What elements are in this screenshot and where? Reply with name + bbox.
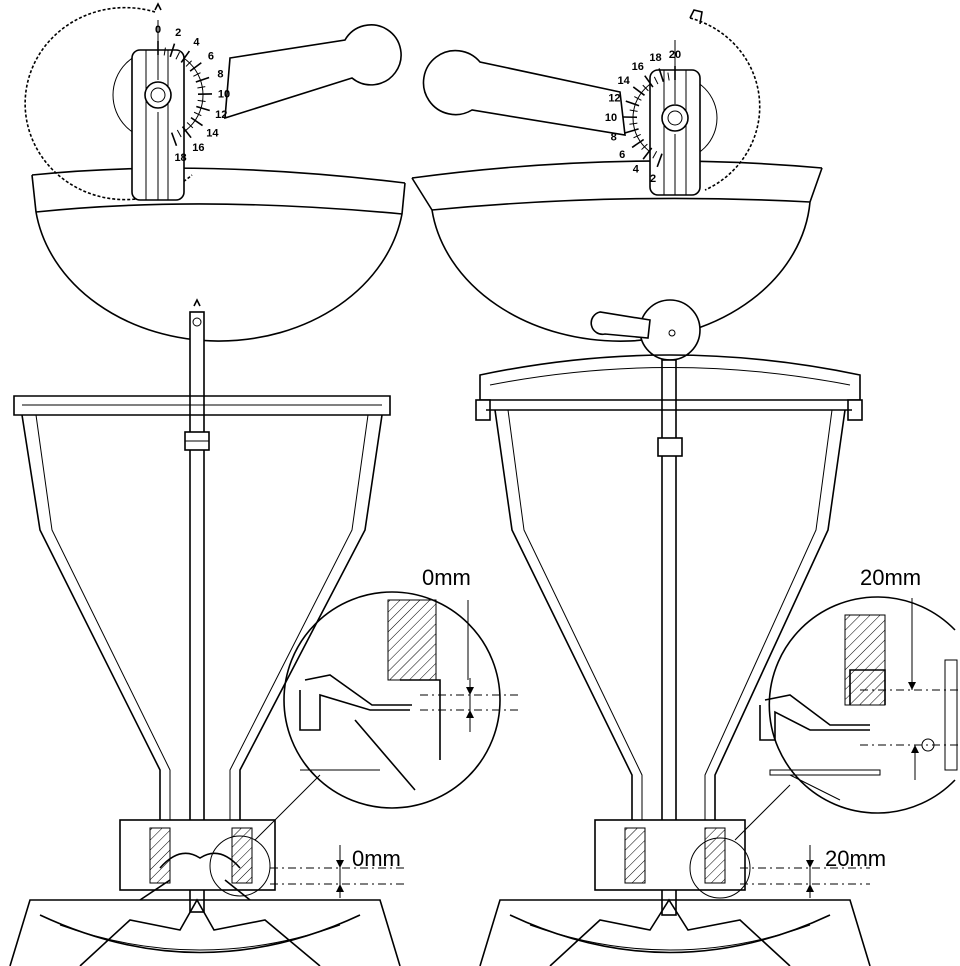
left-dial-tick bbox=[197, 99, 206, 102]
left-dial-tick-label: 6 bbox=[208, 51, 214, 63]
left-dial-tick-label: 0 bbox=[155, 24, 161, 36]
right-dial-view bbox=[411, 9, 823, 342]
left-dial-tick bbox=[193, 72, 201, 77]
left-dial-tick bbox=[185, 60, 192, 67]
right-detail-dimension-label: 20mm bbox=[860, 565, 921, 590]
right-dial-tick bbox=[641, 143, 648, 150]
left-dial-tick bbox=[189, 62, 202, 72]
right-dial-tick-label: 2 bbox=[650, 173, 656, 185]
left-dial-tick bbox=[195, 76, 210, 83]
left-dial-tick-label: 16 bbox=[192, 142, 204, 154]
right-dial-tick bbox=[642, 84, 649, 92]
right-dial-tick-label: 8 bbox=[611, 131, 617, 143]
left-hopper bbox=[9, 298, 405, 966]
right-dial-tick bbox=[667, 72, 670, 81]
right-dial-tick bbox=[632, 86, 645, 96]
right-dial-tick-label: 6 bbox=[619, 149, 625, 161]
left-dial-tick-label: 10 bbox=[218, 89, 230, 101]
right-dial-tick bbox=[624, 128, 639, 134]
right-dial-tick bbox=[658, 68, 665, 83]
left-dial-tick bbox=[176, 129, 182, 138]
right-dial-tick-label: 18 bbox=[649, 52, 661, 64]
left-dial-tick-label: 18 bbox=[174, 152, 186, 164]
right-dial-tick bbox=[634, 96, 642, 101]
right-dial-tick-label: 12 bbox=[608, 92, 620, 104]
left-dial-tick-label: 8 bbox=[217, 69, 223, 81]
left-dial-tick bbox=[193, 111, 202, 117]
right-dial-tick-label: 10 bbox=[605, 112, 617, 124]
right-base-dimension-label: 20mm bbox=[825, 846, 886, 871]
left-dial-tick-label: 4 bbox=[193, 36, 200, 48]
right-hopper bbox=[475, 299, 871, 966]
right-dial-tick-label: 4 bbox=[633, 164, 640, 176]
left-dial-tick bbox=[181, 126, 192, 139]
right-dial-tick bbox=[656, 153, 663, 168]
right-dial-tick bbox=[644, 75, 654, 88]
right-dial-tick bbox=[653, 76, 659, 85]
right-dial-tick bbox=[642, 147, 653, 160]
left-dial-tick-label: 2 bbox=[175, 27, 181, 39]
left-dial-tick-label: 14 bbox=[206, 127, 219, 139]
left-dial-tick-label: 12 bbox=[215, 109, 227, 121]
left-dial-tick bbox=[170, 132, 178, 147]
left-dial-tick bbox=[180, 50, 191, 63]
left-dial-tick bbox=[175, 51, 180, 60]
left-detail-view bbox=[283, 591, 520, 809]
right-dial-tick bbox=[652, 151, 658, 159]
left-dial-tick bbox=[186, 122, 194, 129]
right-dial-tick-label: 20 bbox=[669, 49, 681, 61]
right-dial-tick-label: 16 bbox=[632, 61, 644, 73]
left-dial-tick bbox=[169, 43, 176, 58]
left-base-dimension-label: 0mm bbox=[352, 846, 401, 871]
right-dial-tick bbox=[629, 109, 638, 112]
left-dial-view bbox=[24, 2, 406, 342]
left-dial-tick bbox=[163, 47, 166, 56]
right-dial-tick bbox=[631, 138, 645, 149]
left-dial-tick bbox=[196, 105, 210, 112]
right-dial-tick-label: 14 bbox=[618, 75, 631, 87]
right-dial-tick bbox=[629, 122, 638, 125]
right-detail-view bbox=[759, 596, 960, 814]
right-dial-tick bbox=[633, 133, 641, 139]
right-dial-tick bbox=[625, 100, 640, 107]
left-detail-dimension-label: 0mm bbox=[422, 565, 471, 590]
left-dial-tick bbox=[197, 86, 206, 89]
left-dial-tick bbox=[190, 116, 203, 127]
